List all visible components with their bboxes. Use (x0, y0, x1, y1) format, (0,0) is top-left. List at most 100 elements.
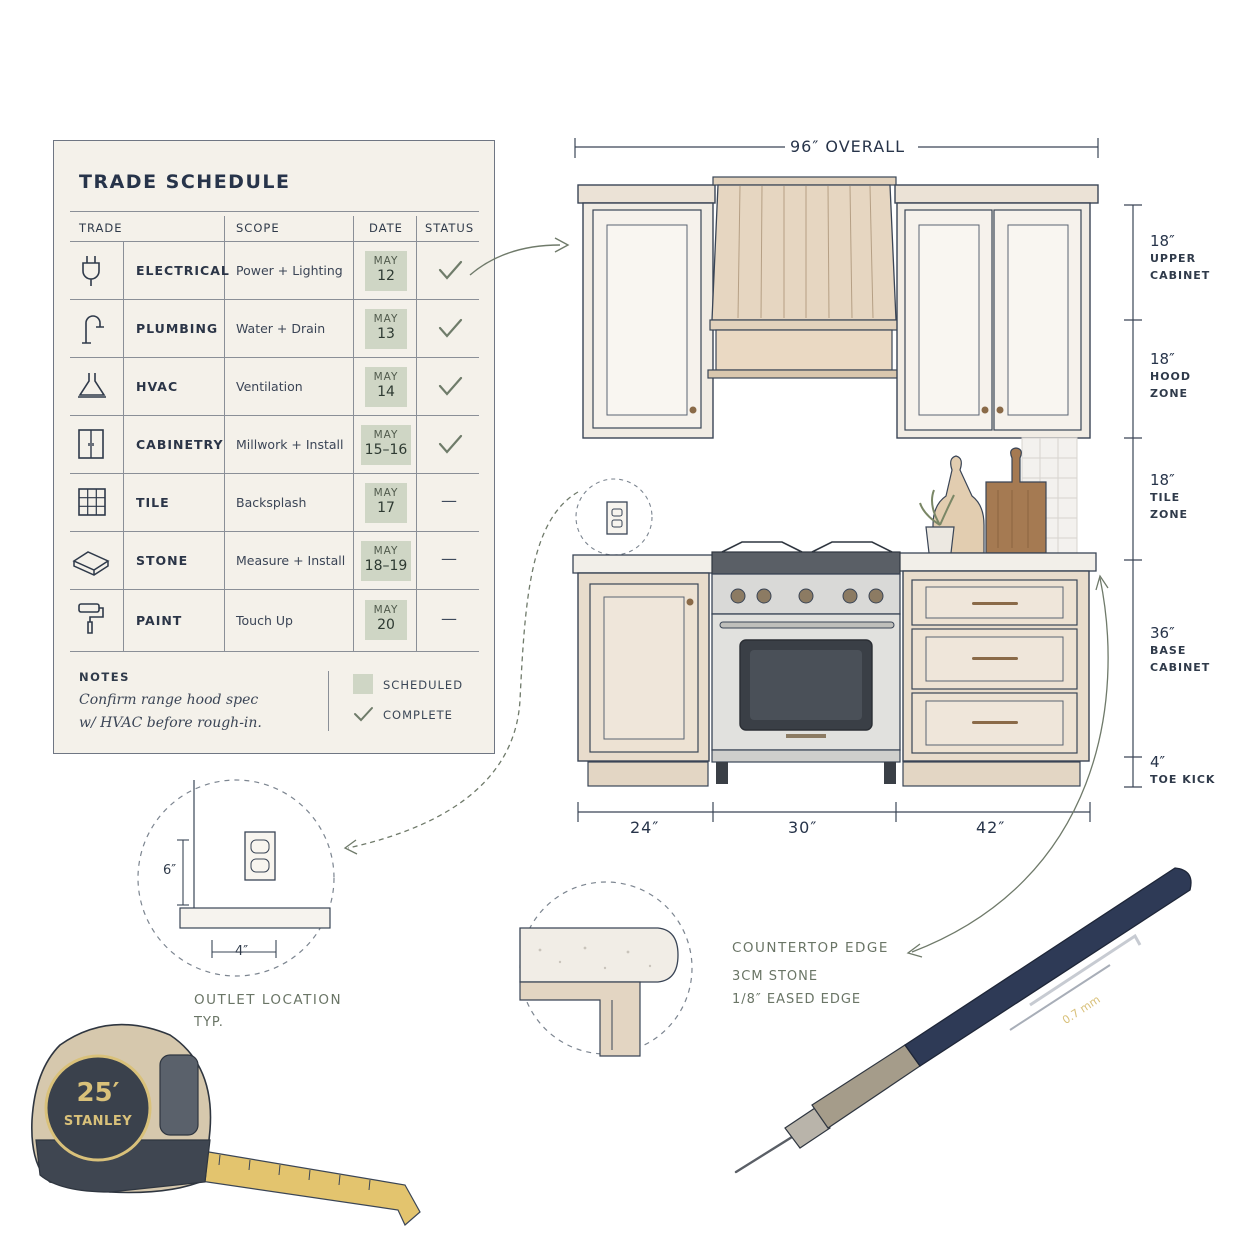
column-divider (224, 216, 225, 651)
outlet-location-detail (137, 779, 335, 977)
height-dimension-lines (1124, 204, 1142, 788)
date-month: MAY (373, 545, 399, 557)
trade-scope: Ventilation (236, 379, 303, 394)
height-value: 36″ (1150, 624, 1175, 642)
overall-dimension-line (574, 138, 1099, 158)
date-month: MAY (373, 487, 399, 499)
stone-slab-icon (72, 551, 110, 576)
trade-name: PAINT (136, 613, 183, 628)
height-caption: CABINET (1150, 269, 1211, 282)
height-caption: TILE (1150, 491, 1181, 504)
tape-size-label: 25′ (76, 1078, 120, 1108)
table-row: ELECTRICAL Power + Lighting MAY 12 (54, 241, 494, 299)
trade-name: CABINETRY (136, 437, 224, 452)
countertop-spec: 3CM STONE (732, 969, 819, 984)
date-badge: MAY 12 (365, 251, 407, 291)
legend-scheduled-swatch (353, 674, 373, 694)
arrowhead (343, 839, 358, 855)
outlet-caption-sub: TYP. (194, 1015, 224, 1030)
plug-icon (82, 256, 100, 286)
table-row: CABINETRY Millwork + Install MAY 15–16 (54, 415, 494, 473)
cabinet-icon (78, 429, 104, 459)
legend-complete-label: COMPLETE (383, 708, 453, 722)
countertop-right (897, 552, 1097, 572)
legend-scheduled-label: SCHEDULED (383, 678, 464, 692)
date-month: MAY (373, 604, 399, 616)
row-rule (70, 415, 479, 416)
header-bottom-rule (70, 241, 479, 242)
check-icon (438, 376, 463, 396)
wall-outlet (606, 501, 628, 535)
date-badge: MAY 13 (365, 309, 407, 349)
trade-scope: Millwork + Install (236, 437, 344, 452)
tape-measure (31, 1023, 421, 1226)
countertop-edge-detail (519, 881, 693, 1057)
upper-cabinet-right (894, 184, 1099, 439)
height-caption: UPPER (1150, 252, 1197, 265)
trade-scope: Measure + Install (236, 553, 346, 568)
date-badge: MAY 14 (365, 367, 407, 407)
notes-label: NOTES (79, 670, 130, 684)
outlet-caption: OUTLET LOCATION (194, 992, 343, 1008)
width-dimension-lines (577, 802, 1091, 822)
column-divider (416, 216, 417, 651)
status-pending: — (441, 491, 457, 510)
countertop-edge-title: COUNTERTOP EDGE (732, 940, 889, 956)
date-badge: MAY 15–16 (361, 425, 411, 465)
height-dimension-base-cabinet: 36″ BASE CABINET (1150, 624, 1210, 676)
check-icon (438, 434, 463, 454)
height-dimension-upper-cabinet: 18″ UPPER CABINET (1150, 232, 1210, 284)
date-day: 15–16 (364, 442, 408, 458)
arrowhead (554, 237, 570, 253)
row-rule (70, 589, 479, 590)
countertop-detail-leader (911, 577, 1109, 953)
table-row: PAINT Touch Up MAY 20 — (54, 589, 494, 651)
height-value: 4″ (1150, 753, 1166, 771)
height-value: 18″ (1150, 350, 1175, 368)
check-icon (438, 260, 463, 280)
trade-scope: Backsplash (236, 495, 307, 510)
trade-scope: Water + Drain (236, 321, 326, 336)
date-day: 12 (377, 268, 395, 284)
width-label: 42″ (976, 818, 1006, 837)
header-trade: TRADE (79, 221, 123, 235)
gas-range (711, 541, 901, 784)
notes-text: Confirm range hood spec (79, 692, 259, 708)
date-day: 14 (377, 384, 395, 400)
base-cabinet-left (577, 572, 710, 787)
range-hood-icon (78, 373, 106, 398)
width-label: 24″ (630, 818, 660, 837)
trade-name: PLUMBING (136, 321, 219, 336)
height-value: 18″ (1150, 471, 1175, 489)
column-divider (353, 216, 354, 651)
row-rule (70, 357, 479, 358)
upper-cabinet-left (577, 184, 716, 439)
height-caption: BASE (1150, 644, 1187, 657)
mechanical-pencil (734, 867, 1192, 1174)
height-caption: TOE KICK (1150, 773, 1216, 786)
height-dimension-tile-zone: 18″ TILE ZONE (1150, 471, 1188, 523)
header-scope: SCOPE (236, 221, 280, 235)
status-pending: — (441, 609, 457, 628)
date-day: 13 (377, 326, 395, 342)
paint-roller-icon (78, 603, 104, 634)
overall-width-label: 96″ OVERALL (790, 137, 906, 156)
notes-text: w/ HVAC before rough-in. (79, 715, 262, 731)
arrowhead (906, 574, 1109, 958)
date-month: MAY (373, 429, 399, 441)
date-badge: MAY 20 (365, 600, 407, 640)
check-icon (354, 707, 373, 722)
countertop-left (572, 554, 714, 574)
trade-name: HVAC (136, 379, 179, 394)
range-hood (707, 176, 901, 379)
table-row: HVAC Ventilation MAY 14 (54, 357, 494, 415)
width-label: 30″ (788, 818, 818, 837)
trade-name: ELECTRICAL (136, 263, 230, 278)
table-row: STONE Measure + Install MAY 18–19 — (54, 531, 494, 589)
date-day: 17 (377, 500, 395, 516)
tape-brand-label: STANLEY (63, 1114, 133, 1129)
row-rule (70, 531, 479, 532)
date-month: MAY (373, 313, 399, 325)
outlet-height-label: 6″ (163, 863, 177, 878)
notes-divider (328, 671, 329, 731)
